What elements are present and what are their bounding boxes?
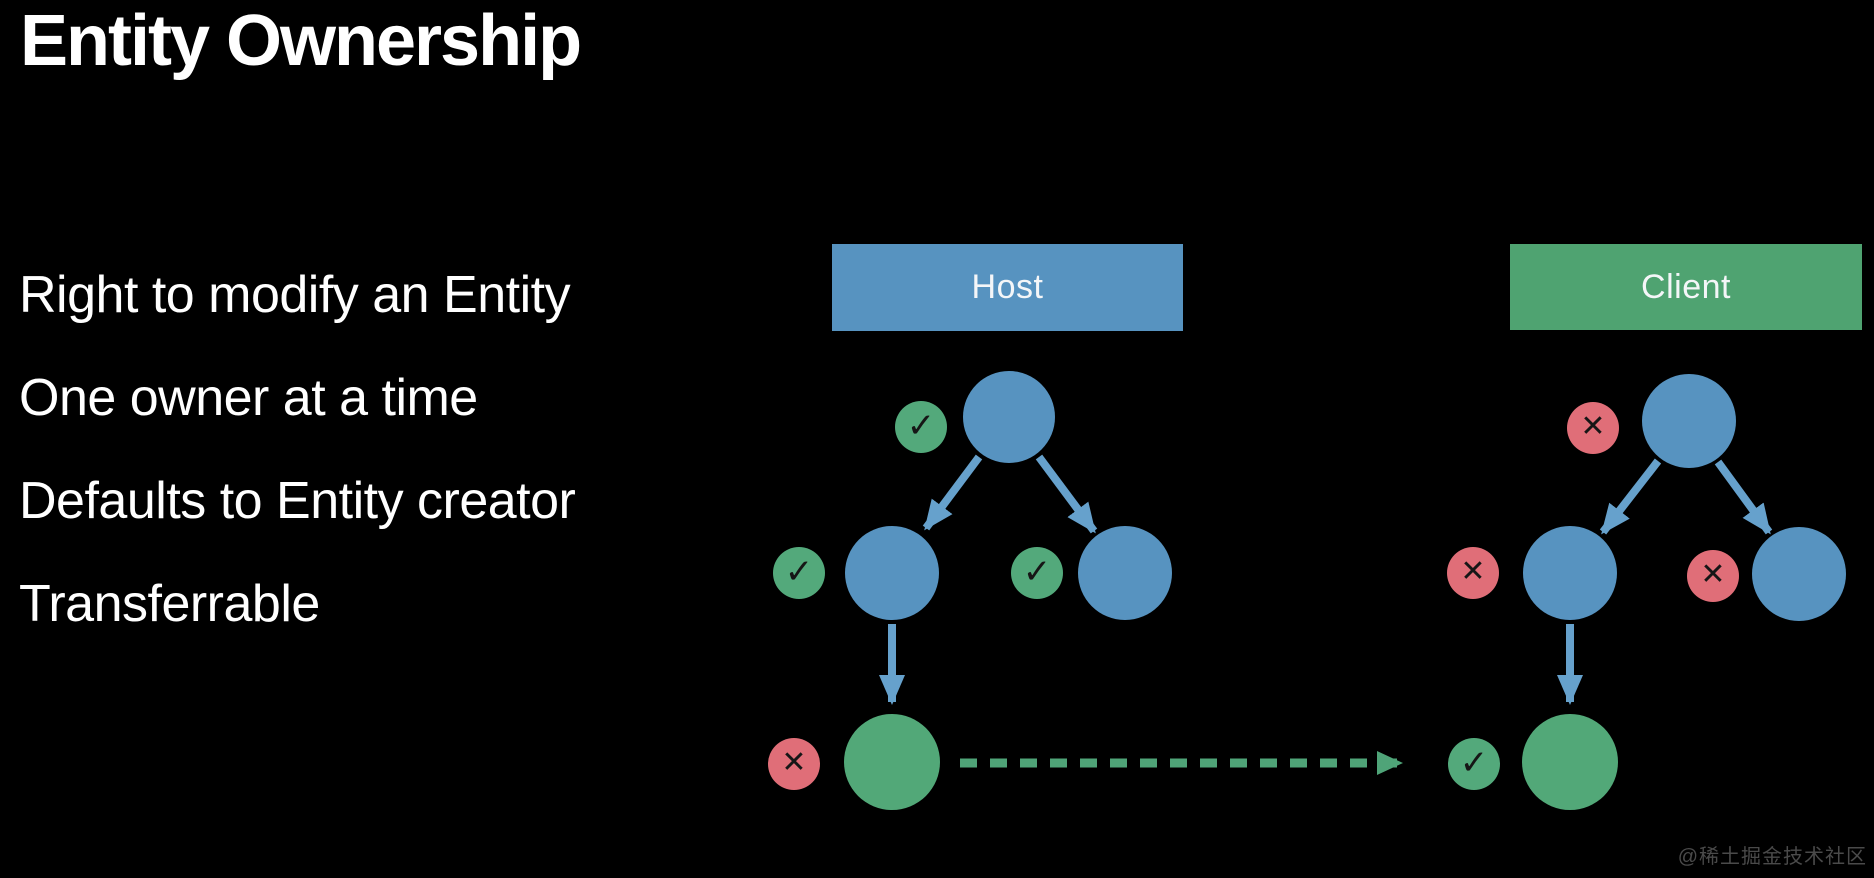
bullet-item: Transferrable [19,575,320,633]
client-root-node [1642,374,1736,468]
host-left-badge: ✓ [773,547,825,599]
client-header-box: Client [1510,244,1862,330]
host-right-badge: ✓ [1011,547,1063,599]
client-owner-node [1522,714,1618,810]
host-header-label: Host [971,268,1044,306]
cross-icon: ✕ [1700,557,1726,592]
client-root-to-right-arrow [1714,459,1773,535]
check-icon: ✓ [1459,743,1489,783]
bullet-item: One owner at a time [19,369,478,427]
host-root-node [963,371,1055,463]
host-left-child-node [845,526,939,620]
host-owner-badge: ✕ [768,738,820,790]
cross-icon: ✕ [1460,554,1486,589]
watermark: @稀土掘金技术社区 [1677,846,1867,868]
slide-title: Entity Ownership [20,1,582,81]
host-root-badge: ✓ [895,401,947,453]
host-owner-node [844,714,940,810]
check-icon: ✓ [784,552,814,592]
host-root-to-left-arrow [922,454,983,531]
host-header-box: Host [832,244,1183,331]
check-icon: ✓ [1022,552,1052,592]
client-root-to-left-arrow [1599,458,1662,535]
client-left-child-node [1523,526,1617,620]
client-right-child-node [1752,527,1846,621]
host-root-to-right-arrow [1035,454,1098,534]
bullet-item: Right to modify an Entity [19,266,571,324]
client-left-badge: ✕ [1447,547,1499,599]
bullet-item: Defaults to Entity creator [19,472,576,530]
check-icon: ✓ [906,406,936,446]
host-right-child-node [1078,526,1172,620]
client-right-badge: ✕ [1687,550,1739,602]
client-root-badge: ✕ [1567,402,1619,454]
cross-icon: ✕ [781,745,807,780]
cross-icon: ✕ [1580,409,1606,444]
client-header-label: Client [1641,267,1731,306]
client-owner-badge: ✓ [1448,738,1500,790]
